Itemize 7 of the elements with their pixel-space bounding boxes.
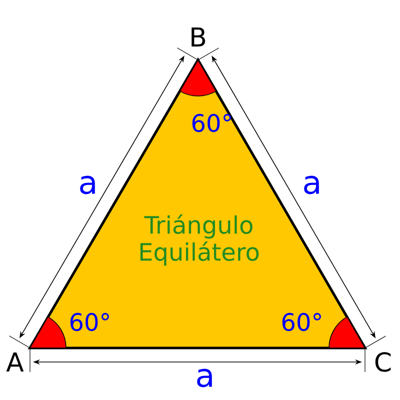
side-label: a	[80, 176, 95, 194]
angle-label: 60°	[70, 312, 109, 332]
vertex-label: C	[375, 352, 391, 372]
vertex-label: A	[6, 352, 24, 372]
angle-label: 60°	[282, 312, 321, 332]
angle-label: 60°	[192, 114, 231, 132]
side-label: a	[304, 176, 319, 194]
